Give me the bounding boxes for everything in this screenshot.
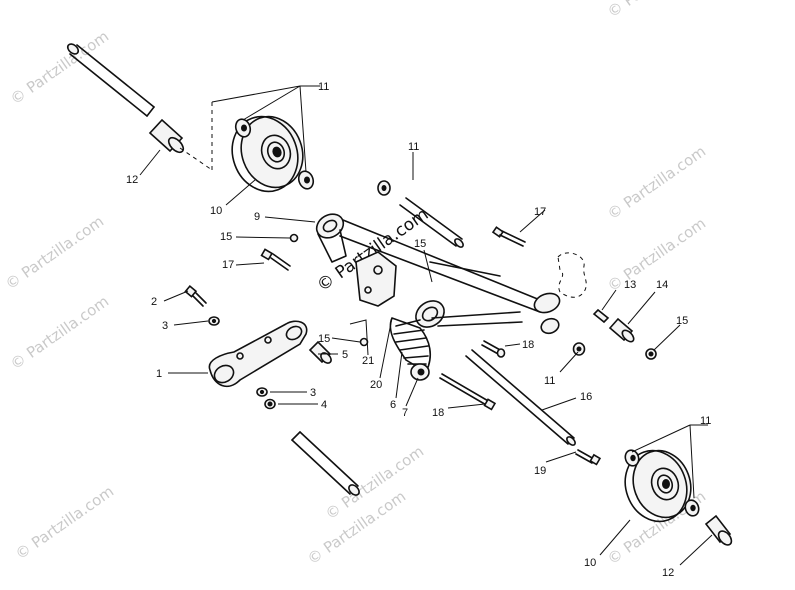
upper-shaft: [66, 43, 155, 117]
callout-5: 5: [342, 349, 348, 361]
washer-upper-left: [234, 118, 252, 138]
watermark-mr2: © Partzilla.com: [604, 142, 709, 223]
bolt-2: [184, 285, 207, 307]
callout-12: 12: [126, 174, 138, 186]
washer-3-upper: [208, 316, 220, 326]
bolt-19: [575, 449, 602, 466]
nut-4: [264, 398, 276, 410]
washer-11-right: [572, 342, 586, 356]
spacer-sleeve-lower: [704, 514, 733, 546]
leader-lines: [139, 85, 713, 566]
nut-15-left: [289, 233, 299, 243]
callout-14: 14: [656, 279, 668, 291]
callout-11: 11: [318, 81, 329, 93]
washer-lower-left: [624, 449, 640, 467]
callout-21: 21: [362, 355, 374, 367]
callout-9: 9: [254, 211, 260, 223]
callout-4: 4: [321, 399, 327, 411]
upper-alignment-line: [179, 102, 213, 171]
lower-link: [208, 320, 308, 388]
callout-15: 15: [220, 231, 232, 243]
idler-wheel-upper: [231, 115, 304, 193]
dashed-bracket: [557, 252, 587, 298]
callout-7: 7: [402, 407, 408, 419]
washer-11-mid: [377, 180, 391, 196]
callout-11: 11: [544, 375, 555, 387]
bolt-18-upper: [481, 340, 506, 358]
callout-10: 10: [584, 557, 596, 569]
washer-3-lower: [256, 387, 268, 397]
long-rod-16: [465, 349, 576, 446]
callout-20: 20: [370, 379, 382, 391]
callout-19: 19: [534, 465, 546, 477]
pin-13: [592, 308, 610, 324]
watermark-ml: © Partzilla.com: [2, 212, 107, 293]
watermark-tr: © Partzilla.com: [604, 0, 709, 21]
callout-16: 16: [580, 391, 592, 403]
callout-15: 15: [318, 333, 330, 345]
callout-6: 6: [390, 399, 396, 411]
shock-absorber: [389, 300, 523, 381]
washer-lower-right: [684, 499, 700, 517]
washer-upper-right: [297, 170, 315, 190]
idler-wheel-lower: [624, 449, 692, 523]
spacer-sleeve-upper: [148, 118, 185, 154]
callout-3: 3: [310, 387, 316, 399]
callout-10: 10: [210, 205, 222, 217]
callout-18: 18: [522, 339, 534, 351]
lower-left-shaft: [291, 431, 360, 496]
nut-15-right: [645, 348, 657, 360]
callout-12: 12: [662, 567, 674, 579]
shock-mount-bracket: [355, 251, 397, 307]
rod-mid-upper: [399, 197, 464, 248]
callout-labels: 11 12 10 11 9 15 17 15 17 2 3 1 3 4 5 15…: [126, 81, 711, 579]
callout-13: 13: [624, 279, 636, 291]
callout-3: 3: [162, 320, 168, 332]
callout-1: 1: [156, 368, 162, 380]
callout-17: 17: [534, 206, 546, 218]
bolt-17-left: [260, 248, 291, 271]
callout-11: 11: [408, 141, 419, 153]
watermark-tl: © Partzilla.com: [7, 27, 112, 108]
callout-18: 18: [432, 407, 444, 419]
callout-2: 2: [151, 296, 157, 308]
callout-11: 11: [700, 415, 711, 427]
callout-15: 15: [676, 315, 688, 327]
watermark-ml2: © Partzilla.com: [7, 292, 112, 373]
bolt-18-lower: [439, 373, 497, 411]
sleeve-14: [608, 317, 635, 343]
callout-15: 15: [414, 238, 426, 250]
bolt-17-right: [491, 226, 526, 247]
upper-swing-arm: [315, 213, 561, 335]
callout-17: 17: [222, 259, 234, 271]
watermark-bl: © Partzilla.com: [12, 482, 117, 563]
nut-15-center: [359, 337, 369, 347]
